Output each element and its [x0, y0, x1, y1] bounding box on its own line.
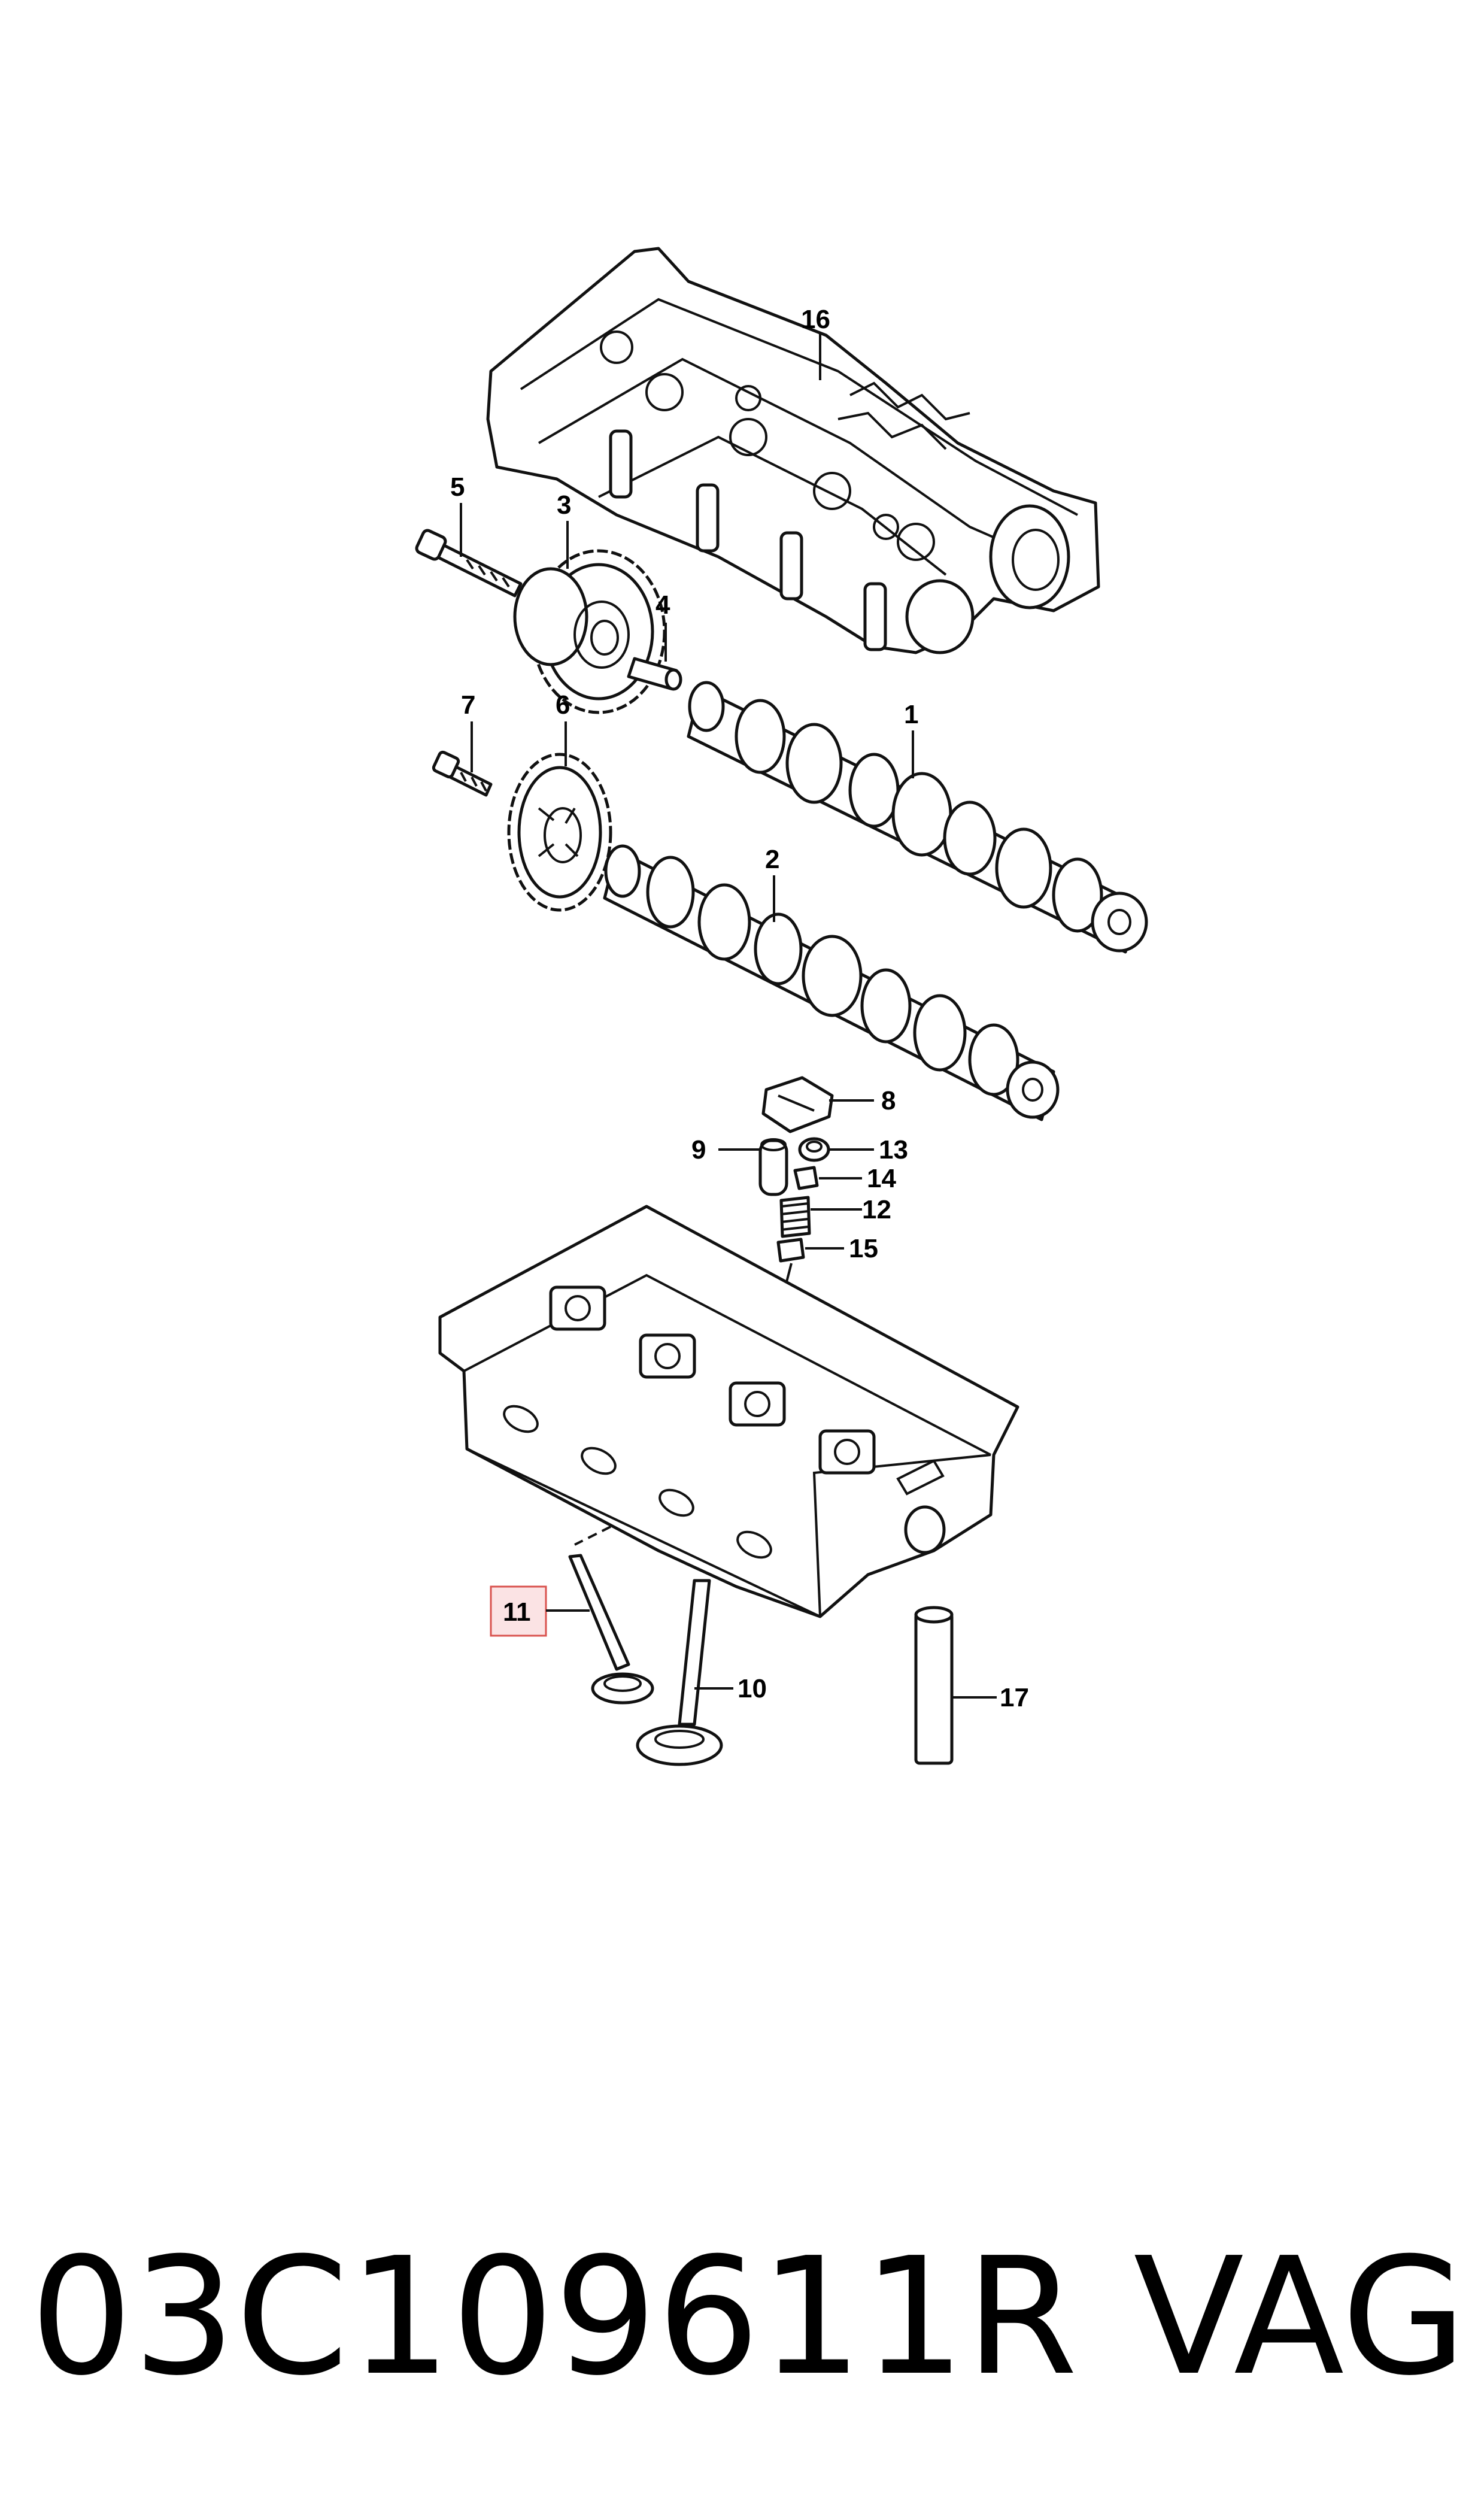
callout-6: 6	[556, 690, 570, 720]
callout-11-box	[490, 1585, 547, 1637]
callout-4: 4	[655, 590, 670, 620]
part-keepers-14	[793, 1166, 819, 1190]
part-spring-seat-15	[776, 1238, 805, 1263]
callout-10: 10	[738, 1674, 767, 1703]
part-cylinder-head	[438, 1205, 1019, 1618]
callout-2: 2	[765, 845, 779, 874]
part-camshaft-2	[603, 844, 1060, 1121]
callout-8: 8	[881, 1086, 896, 1115]
callout-1: 1	[904, 700, 918, 729]
part-bolt-7	[432, 750, 493, 797]
part-valve-11	[568, 1526, 654, 1705]
callout-9: 9	[691, 1135, 706, 1165]
part-spring-12	[779, 1196, 811, 1238]
callout-16: 16	[801, 305, 830, 334]
brand-name: VAG	[1133, 2222, 1467, 2411]
part-camshaft-1	[687, 681, 1148, 954]
callout-12: 12	[862, 1195, 891, 1224]
callout-14: 14	[867, 1164, 896, 1193]
callout-5: 5	[450, 472, 465, 502]
part-pin-4	[627, 657, 682, 691]
part-bolt-5	[415, 529, 523, 598]
exploded-parts-diagram: 16 5 3 4 1	[415, 247, 1148, 1766]
callout-17: 17	[1000, 1683, 1029, 1712]
part-sprocket-6	[507, 753, 612, 912]
part-lifter-9	[758, 1138, 788, 1196]
callout-11: 11	[503, 1597, 531, 1627]
callout-13: 13	[879, 1135, 908, 1165]
part-seal-13	[798, 1137, 830, 1162]
footer: 03C109611R VAG	[30, 2227, 1467, 2407]
part-rocker-8	[761, 1076, 834, 1133]
callout-3: 3	[557, 490, 571, 520]
part-rod-17	[914, 1606, 954, 1765]
callout-7: 7	[461, 690, 475, 720]
callout-15: 15	[849, 1234, 878, 1263]
part-sprocket-3	[513, 549, 666, 714]
part-valve-10	[636, 1579, 723, 1766]
part-number: 03C109611R	[30, 2222, 1078, 2411]
part-camshaft-housing	[486, 247, 1100, 654]
